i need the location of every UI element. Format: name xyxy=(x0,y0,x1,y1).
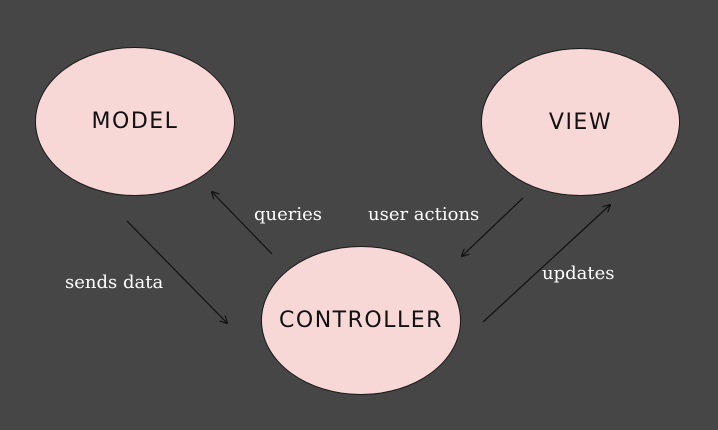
arrow-controller-to-model xyxy=(212,192,273,255)
view-node: VIEW xyxy=(481,48,680,196)
model-node: MODEL xyxy=(35,47,235,196)
arrow-model-to-controller xyxy=(126,220,227,323)
user-actions-label: user actions xyxy=(368,204,480,225)
arrow-view-to-controller xyxy=(462,197,524,256)
view-label: VIEW xyxy=(548,109,613,135)
queries-label: queries xyxy=(254,204,323,225)
controller-label: CONTROLLER xyxy=(279,308,443,333)
model-label: MODEL xyxy=(91,109,179,134)
controller-node: CONTROLLER xyxy=(261,246,461,395)
sends-data-label: sends data xyxy=(65,272,164,293)
updates-label: updates xyxy=(542,263,615,284)
arrow-controller-to-view xyxy=(482,205,610,323)
